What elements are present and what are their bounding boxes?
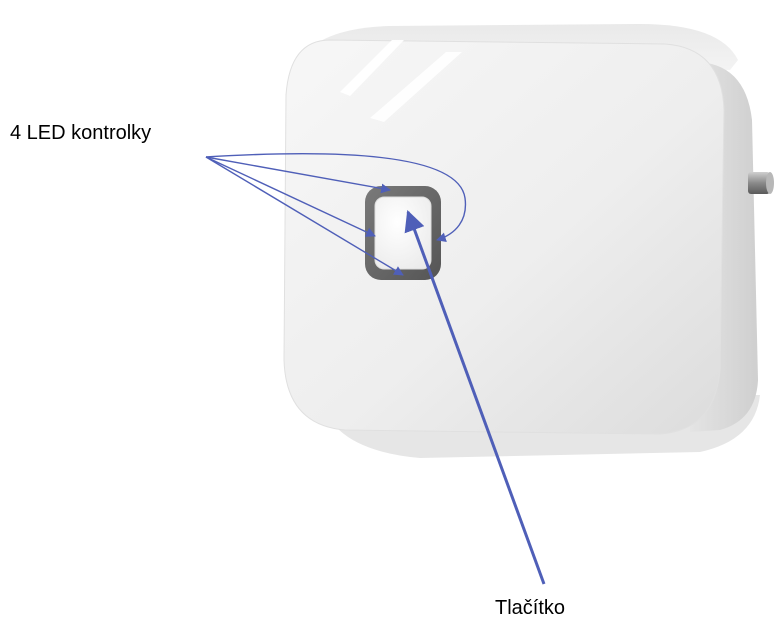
plug-pin-icon (748, 172, 774, 194)
device-illustration (272, 24, 776, 492)
device-front-face (284, 40, 724, 434)
device-button[interactable] (375, 197, 431, 269)
led-indicators-label: 4 LED kontrolky (10, 123, 151, 143)
button-label: Tlačítko (495, 598, 565, 618)
